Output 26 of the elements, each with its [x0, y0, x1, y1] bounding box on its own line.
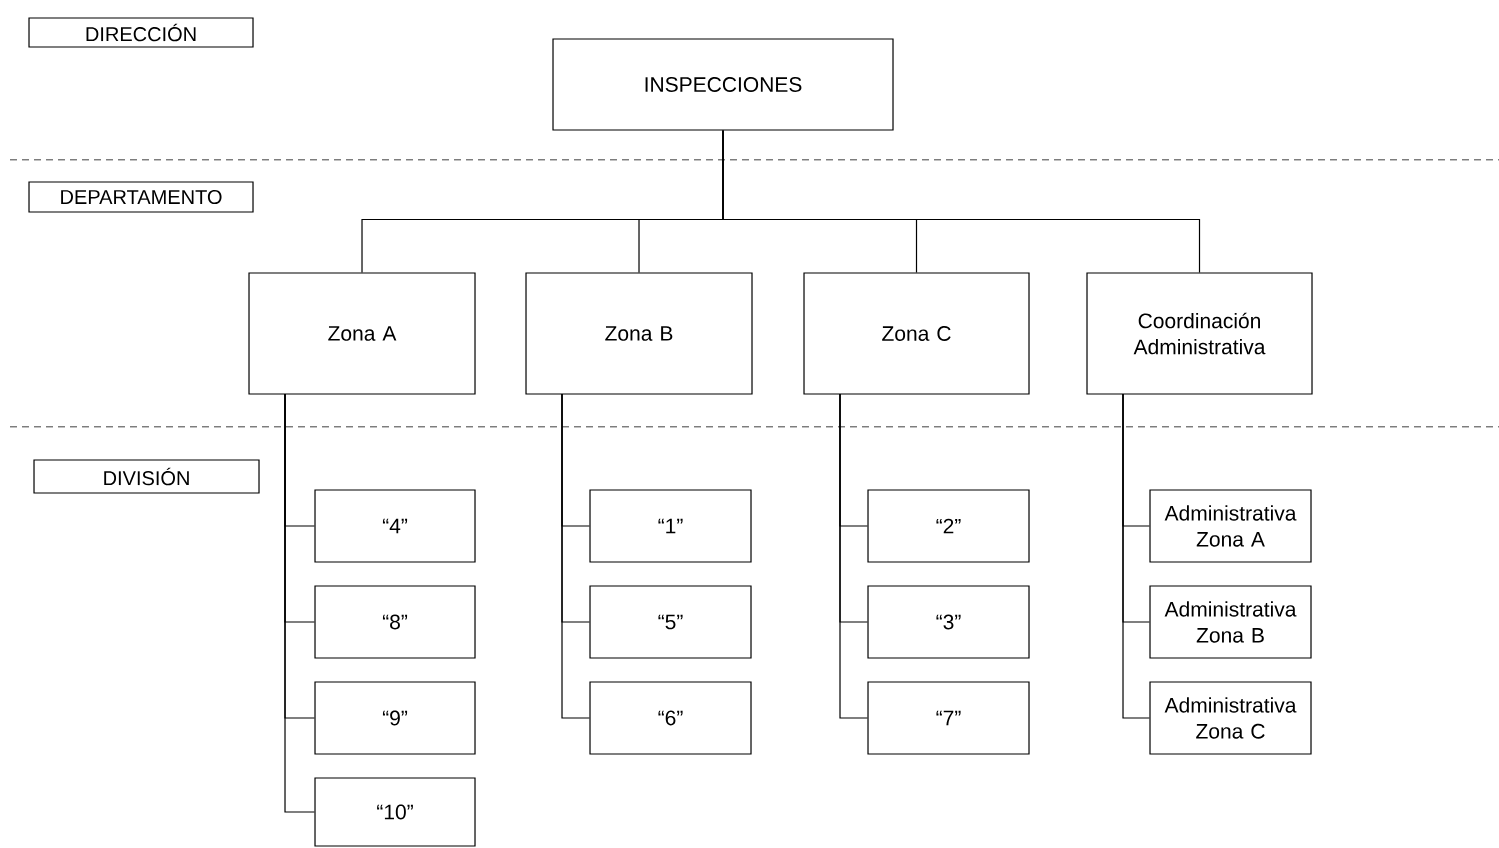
org-box: “2” [867, 489, 1030, 563]
org-box: “8” [314, 585, 476, 659]
org-box: Administrativa Zona A [1149, 489, 1312, 563]
org-box: “10” [314, 777, 476, 847]
org-box: “5” [589, 585, 752, 659]
level-label: DIVISIÓN [33, 459, 260, 494]
connector [284, 393, 315, 813]
connector [722, 130, 1201, 273]
connector [561, 393, 590, 719]
org-box: “4” [314, 489, 476, 563]
org-box: Zona B [525, 272, 753, 395]
org-box: Coordinación Administrativa [1086, 272, 1313, 395]
org-box: “1” [589, 489, 752, 563]
connector [839, 393, 868, 719]
org-box: “3” [867, 585, 1030, 659]
org-box: INSPECCIONES [552, 38, 894, 131]
org-box: “9” [314, 681, 476, 755]
org-box: Zona A [248, 272, 476, 395]
connector [1122, 393, 1150, 719]
org-box: Administrativa Zona B [1149, 585, 1312, 659]
org-box: Administrativa Zona C [1149, 681, 1312, 755]
org-box: “6” [589, 681, 752, 755]
level-label: DIRECCIÓN [28, 17, 254, 48]
org-box: Zona C [803, 272, 1030, 395]
level-label: DEPARTAMENTO [28, 181, 254, 213]
org-box: “7” [867, 681, 1030, 755]
